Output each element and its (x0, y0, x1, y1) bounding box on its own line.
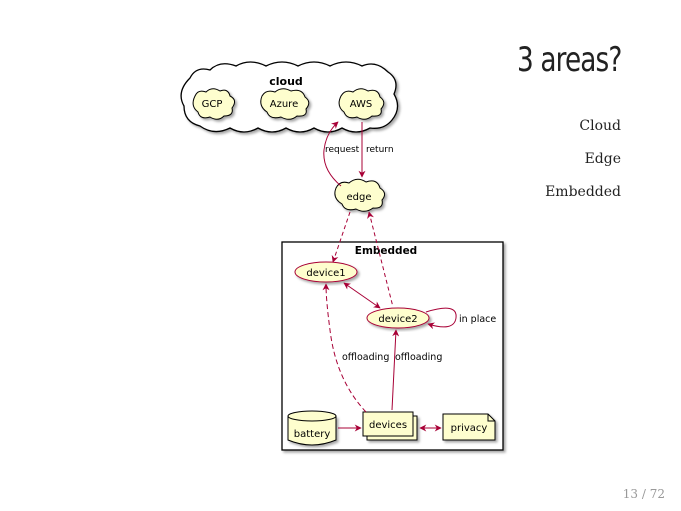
slide-title: 3 areas? (516, 40, 622, 80)
privacy-label: privacy (451, 423, 488, 434)
bullet-item: Cloud (579, 118, 621, 134)
in-place-loop (425, 307, 457, 330)
cloud-group: cloud GCP Azure AWS (180, 61, 399, 133)
cloud-node-azure: Azure (260, 88, 310, 120)
return-label: return (366, 145, 394, 155)
battery-label: battery (294, 429, 331, 440)
devices-collection: devices (362, 411, 418, 441)
bullet-item: Edge (584, 151, 621, 167)
offloading-device1-connector (322, 283, 367, 413)
request-label: request (325, 145, 360, 155)
device2-usecase: device2 (366, 307, 430, 329)
device1-label: device1 (306, 268, 345, 279)
cloud-node-gcp: GCP (192, 88, 236, 120)
battery-database: battery (287, 410, 337, 446)
in-place-label: in place (459, 314, 496, 325)
device1-device2-connector (343, 282, 381, 309)
cloud-node-label: Azure (270, 99, 298, 110)
edge-device1-connector (331, 211, 351, 263)
bullet-item: Embedded (545, 184, 621, 200)
bullet-list: Cloud Edge Embedded (545, 118, 621, 217)
embedded-package-label: Embedded (355, 245, 417, 257)
offloading-left-label: offloading (342, 352, 389, 363)
page-number: 13 / 72 (622, 487, 665, 501)
device2-label: device2 (378, 314, 417, 325)
cloud-node-label: GCP (202, 99, 223, 110)
privacy-note: privacy (442, 413, 496, 441)
cloud-group-label: cloud (269, 75, 303, 88)
request-connector (323, 121, 342, 187)
offloading-right-label: offloading (395, 352, 442, 363)
device1-usecase: device1 (294, 261, 358, 283)
devices-label: devices (369, 420, 407, 431)
cloud-node-aws: AWS (338, 88, 385, 120)
offloading-device2-connector (391, 329, 400, 411)
edge-node: edge (334, 178, 386, 212)
edge-device2-connector (367, 211, 394, 308)
edge-node-label: edge (347, 192, 372, 203)
cloud-node-label: AWS (350, 99, 373, 110)
